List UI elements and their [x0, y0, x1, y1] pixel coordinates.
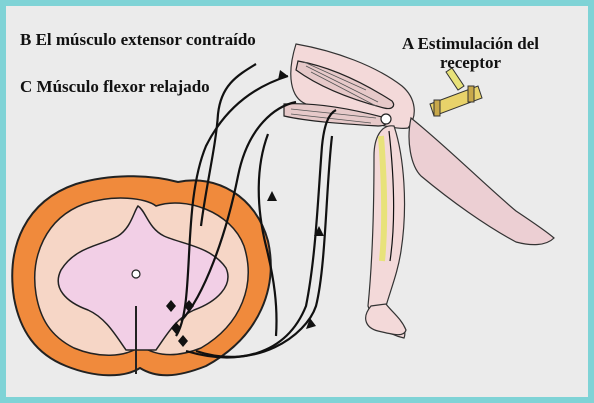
- label-extensor-contracted: B El músculo extensor contraído: [20, 30, 256, 49]
- reflex-hammer-icon: [430, 68, 482, 116]
- leg-nerve: [381, 136, 384, 261]
- label-a-line1: A Estimulación del: [402, 34, 539, 53]
- arrow-right-1: [306, 318, 316, 329]
- diagram-canvas: B El músculo extensor contraído C Múscul…: [6, 6, 588, 397]
- arrow-up-1: [267, 191, 277, 201]
- label-flexor-relaxed: C Músculo flexor relajado: [20, 77, 210, 96]
- extended-leg-shape: [409, 118, 554, 245]
- foot-shape: [366, 304, 406, 335]
- label-a-line2: receptor: [402, 53, 539, 72]
- label-receptor-stimulation: A Estimulación del receptor: [402, 34, 539, 72]
